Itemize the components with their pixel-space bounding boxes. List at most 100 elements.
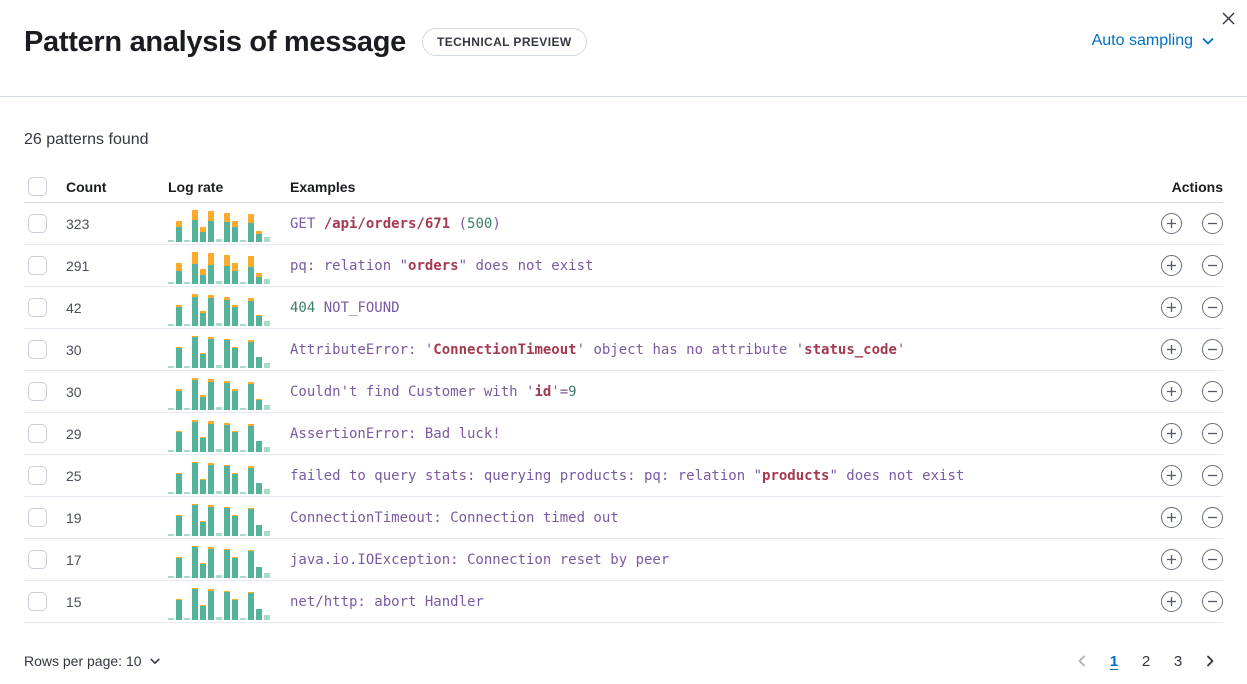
table-row: 30 AttributeError: 'ConnectionTimeout' o… xyxy=(24,329,1223,371)
include-pattern-button[interactable] xyxy=(1161,507,1182,528)
next-page-icon[interactable] xyxy=(1197,648,1223,674)
plus-icon xyxy=(1167,429,1176,438)
column-header-actions: Actions xyxy=(1171,178,1223,195)
plus-icon xyxy=(1167,555,1176,564)
table-header-row: Count Log rate Examples Actions xyxy=(24,171,1223,203)
minus-icon xyxy=(1208,432,1217,435)
row-count: 29 xyxy=(66,425,82,442)
example-text: ConnectionTimeout: Connection timed out xyxy=(290,509,619,526)
exclude-pattern-button[interactable] xyxy=(1202,591,1223,612)
row-checkbox[interactable] xyxy=(28,508,47,527)
log-rate-chart xyxy=(168,586,270,620)
exclude-pattern-button[interactable] xyxy=(1202,465,1223,486)
page-button-3[interactable]: 3 xyxy=(1165,648,1191,674)
plus-icon xyxy=(1167,345,1176,354)
minus-icon xyxy=(1208,348,1217,351)
row-checkbox[interactable] xyxy=(28,550,47,569)
page-button-1[interactable]: 1 xyxy=(1101,648,1127,674)
table-row: 19 ConnectionTimeout: Connection timed o… xyxy=(24,497,1223,539)
exclude-pattern-button[interactable] xyxy=(1202,381,1223,402)
plus-icon xyxy=(1167,597,1176,606)
log-rate-chart xyxy=(168,208,270,242)
log-rate-chart xyxy=(168,460,270,494)
flyout-header: Pattern analysis of message TECHNICAL PR… xyxy=(0,0,1247,97)
minus-icon xyxy=(1208,264,1217,267)
sampling-dropdown[interactable]: Auto sampling xyxy=(1092,32,1223,50)
include-pattern-button[interactable] xyxy=(1161,465,1182,486)
exclude-pattern-button[interactable] xyxy=(1202,549,1223,570)
table-row: 30 Couldn't find Customer with 'id'=9 xyxy=(24,371,1223,413)
row-checkbox[interactable] xyxy=(28,424,47,443)
chevron-down-icon xyxy=(1202,38,1214,45)
table-row: 17 java.io.IOException: Connection reset… xyxy=(24,539,1223,581)
include-pattern-button[interactable] xyxy=(1161,381,1182,402)
column-header-examples: Examples xyxy=(290,178,356,195)
table-body: 323 GET /api/orders/671 (500) 291 pq: re… xyxy=(24,203,1223,623)
plus-icon xyxy=(1167,261,1176,270)
row-checkbox[interactable] xyxy=(28,298,47,317)
sampling-label: Auto sampling xyxy=(1091,32,1193,49)
log-rate-chart xyxy=(168,544,270,578)
example-text: 404 NOT_FOUND xyxy=(290,299,400,316)
table-row: 25 failed to query stats: querying produ… xyxy=(24,455,1223,497)
table-row: 323 GET /api/orders/671 (500) xyxy=(24,203,1223,245)
exclude-pattern-button[interactable] xyxy=(1202,297,1223,318)
example-text: AssertionError: Bad luck! xyxy=(290,425,501,442)
plus-icon xyxy=(1167,513,1176,522)
exclude-pattern-button[interactable] xyxy=(1202,507,1223,528)
include-pattern-button[interactable] xyxy=(1161,591,1182,612)
previous-page-icon[interactable] xyxy=(1069,648,1095,674)
row-count: 30 xyxy=(66,383,82,400)
row-checkbox[interactable] xyxy=(28,466,47,485)
table-row: 29 AssertionError: Bad luck! xyxy=(24,413,1223,455)
close-icon[interactable] xyxy=(1215,5,1241,31)
exclude-pattern-button[interactable] xyxy=(1202,213,1223,234)
minus-icon xyxy=(1208,390,1217,393)
row-checkbox[interactable] xyxy=(28,340,47,359)
flyout-body: 26 patterns found Count Log rate Example… xyxy=(0,131,1247,675)
row-count: 15 xyxy=(66,593,82,610)
row-count: 19 xyxy=(66,509,82,526)
example-text: failed to query stats: querying products… xyxy=(290,467,965,484)
minus-icon xyxy=(1208,474,1217,477)
include-pattern-button[interactable] xyxy=(1161,549,1182,570)
log-rate-chart xyxy=(168,250,270,284)
include-pattern-button[interactable] xyxy=(1161,213,1182,234)
example-text: Couldn't find Customer with 'id'=9 xyxy=(290,383,577,400)
column-header-log-rate: Log rate xyxy=(168,178,224,195)
exclude-pattern-button[interactable] xyxy=(1202,339,1223,360)
table-row: 291 pq: relation "orders" does not exist xyxy=(24,245,1223,287)
pagination: 1 2 3 xyxy=(1069,648,1223,674)
rows-per-page-button[interactable]: Rows per page: 10 xyxy=(24,647,161,675)
row-checkbox[interactable] xyxy=(28,592,47,611)
include-pattern-button[interactable] xyxy=(1161,297,1182,318)
row-count: 42 xyxy=(66,299,82,316)
row-checkbox[interactable] xyxy=(28,214,47,233)
include-pattern-button[interactable] xyxy=(1161,255,1182,276)
plus-icon xyxy=(1167,387,1176,396)
page-button-2[interactable]: 2 xyxy=(1133,648,1159,674)
include-pattern-button[interactable] xyxy=(1161,339,1182,360)
log-rate-chart xyxy=(168,502,270,536)
row-count: 291 xyxy=(66,257,90,274)
log-rate-chart xyxy=(168,376,270,410)
plus-icon xyxy=(1167,303,1176,312)
row-checkbox[interactable] xyxy=(28,382,47,401)
log-rate-chart xyxy=(168,292,270,326)
select-all-checkbox[interactable] xyxy=(28,177,47,196)
example-text: java.io.IOException: Connection reset by… xyxy=(290,551,670,568)
row-checkbox[interactable] xyxy=(28,256,47,275)
column-header-count: Count xyxy=(66,178,107,195)
exclude-pattern-button[interactable] xyxy=(1202,255,1223,276)
page-title: Pattern analysis of message xyxy=(24,26,406,58)
minus-icon xyxy=(1208,558,1217,561)
include-pattern-button[interactable] xyxy=(1161,423,1182,444)
exclude-pattern-button[interactable] xyxy=(1202,423,1223,444)
log-rate-chart xyxy=(168,334,270,368)
plus-icon xyxy=(1167,219,1176,228)
row-count: 30 xyxy=(66,341,82,358)
minus-icon xyxy=(1208,306,1217,309)
row-count: 17 xyxy=(66,551,82,568)
patterns-found-text: 26 patterns found xyxy=(24,131,149,148)
